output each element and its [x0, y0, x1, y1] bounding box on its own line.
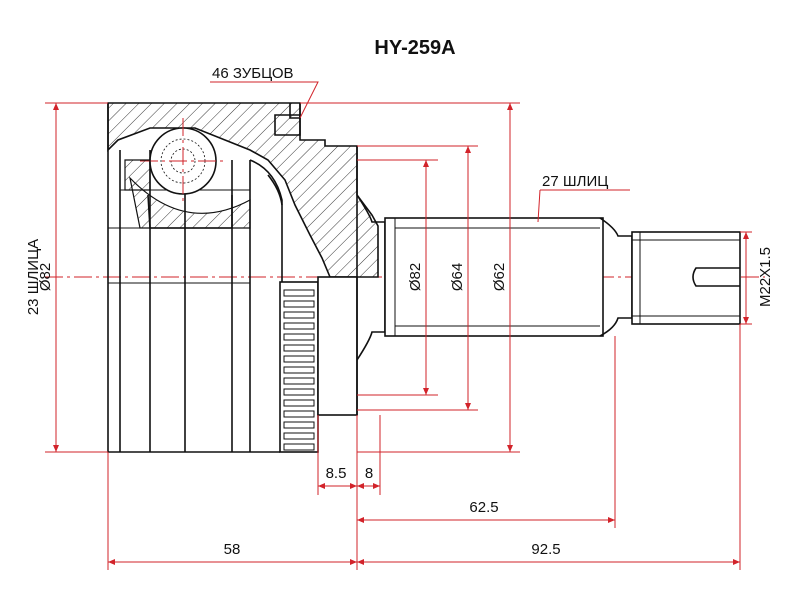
dim-8-5-label: 8.5 — [326, 465, 347, 482]
ball-and-cage — [124, 118, 251, 229]
inner-splines-label: 23 ШЛИЦА — [25, 239, 42, 315]
dim-62-5-label: 62.5 — [469, 499, 498, 516]
ring-tooth — [283, 366, 315, 374]
ring-tooth — [283, 355, 315, 363]
dimension-lines — [45, 81, 752, 570]
ring-tooth — [283, 388, 315, 396]
diameter-62-label: Ø62 — [491, 263, 508, 291]
ring-tooth — [283, 333, 315, 341]
ring-tooth — [283, 432, 315, 440]
ring-tooth — [283, 322, 315, 330]
ring-tooth — [283, 311, 315, 319]
ring-tooth — [283, 399, 315, 407]
ring-tooth — [283, 410, 315, 418]
housing-diameter-label: Ø82 — [37, 263, 54, 291]
part-number-title: HY-259A — [374, 37, 455, 59]
ring-tooth — [283, 443, 315, 451]
outer-splines-label: 27 ШЛИЦ — [542, 173, 608, 190]
ring-tooth — [283, 300, 315, 308]
ring-tooth — [283, 289, 315, 297]
ring-tooth — [283, 344, 315, 352]
diameter-82-label: Ø82 — [407, 263, 424, 291]
diameter-64-label: Ø64 — [449, 263, 466, 291]
dim-8-label: 8 — [365, 465, 373, 482]
dim-92-5-label: 92.5 — [531, 541, 560, 558]
thread-spec-label: M22X1.5 — [757, 247, 774, 307]
teeth-count-label: 46 ЗУБЦОВ — [212, 65, 294, 82]
stub-shaft — [356, 194, 741, 361]
ring-tooth — [283, 421, 315, 429]
ring-tooth — [283, 377, 315, 385]
abs-tooth-ring — [274, 103, 358, 453]
dim-58-label: 58 — [224, 541, 241, 558]
